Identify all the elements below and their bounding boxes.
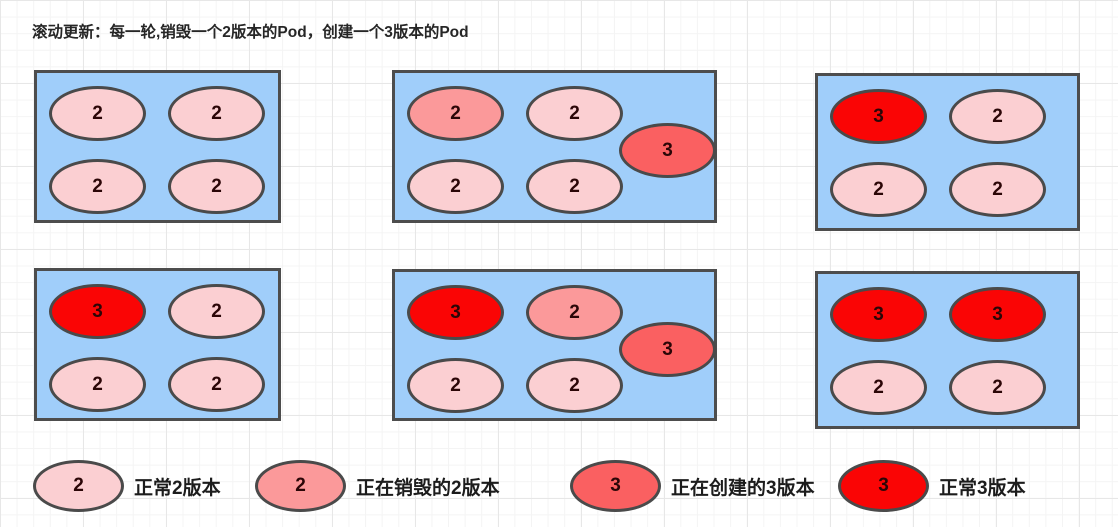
pod-ellipse: 3 xyxy=(619,322,716,377)
pod-box-1: 2 2 2 2 xyxy=(34,70,281,223)
pod-ellipse: 2 xyxy=(526,159,623,214)
pod-ellipse: 3 xyxy=(407,285,504,340)
pod-ellipse: 3 xyxy=(619,123,716,178)
legend-item-normal-v2: 2 正常2版本 xyxy=(33,460,221,512)
pod-box-5: 3 2 2 2 3 xyxy=(392,269,717,421)
pod-ellipse: 2 xyxy=(407,159,504,214)
pod-ellipse: 2 xyxy=(168,159,265,214)
pod-ellipse: 2 xyxy=(168,357,265,412)
pod-ellipse: 2 xyxy=(830,360,927,415)
legend-ellipse: 2 xyxy=(33,460,124,512)
legend-label: 正在销毁的2版本 xyxy=(356,477,500,499)
pod-box-3: 3 2 2 2 xyxy=(815,73,1080,231)
pod-ellipse: 2 xyxy=(949,89,1046,144)
pod-ellipse: 2 xyxy=(949,162,1046,217)
diagram-title: 滚动更新：每一轮,销毁一个2版本的Pod，创建一个3版本的Pod xyxy=(32,24,469,41)
legend-label: 正在创建的3版本 xyxy=(671,477,815,499)
pod-ellipse: 2 xyxy=(49,159,146,214)
legend-ellipse: 2 xyxy=(255,460,346,512)
legend-label: 正常3版本 xyxy=(939,477,1026,499)
pod-ellipse: 2 xyxy=(830,162,927,217)
legend-label: 正常2版本 xyxy=(134,477,221,499)
pod-ellipse: 2 xyxy=(949,360,1046,415)
pod-ellipse: 3 xyxy=(830,89,927,144)
pod-ellipse: 3 xyxy=(49,284,146,339)
pod-ellipse: 3 xyxy=(830,287,927,342)
pod-box-4: 3 2 2 2 xyxy=(34,268,281,421)
pod-ellipse: 2 xyxy=(49,357,146,412)
pod-ellipse: 2 xyxy=(49,86,146,141)
pod-ellipse: 3 xyxy=(949,287,1046,342)
pod-ellipse: 2 xyxy=(168,284,265,339)
legend-ellipse: 3 xyxy=(838,460,929,512)
pod-ellipse: 2 xyxy=(526,358,623,413)
legend-item-destroying-v2: 2 正在销毁的2版本 xyxy=(255,460,500,512)
pod-ellipse: 2 xyxy=(407,358,504,413)
pod-box-2: 2 2 2 2 3 xyxy=(392,70,717,223)
pod-ellipse: 2 xyxy=(407,86,504,141)
legend-ellipse: 3 xyxy=(570,460,661,512)
legend-item-creating-v3: 3 正在创建的3版本 xyxy=(570,460,815,512)
pod-ellipse: 2 xyxy=(526,86,623,141)
legend-item-normal-v3: 3 正常3版本 xyxy=(838,460,1026,512)
pod-ellipse: 2 xyxy=(168,86,265,141)
pod-ellipse: 2 xyxy=(526,285,623,340)
pod-box-6: 3 3 2 2 xyxy=(815,271,1080,429)
